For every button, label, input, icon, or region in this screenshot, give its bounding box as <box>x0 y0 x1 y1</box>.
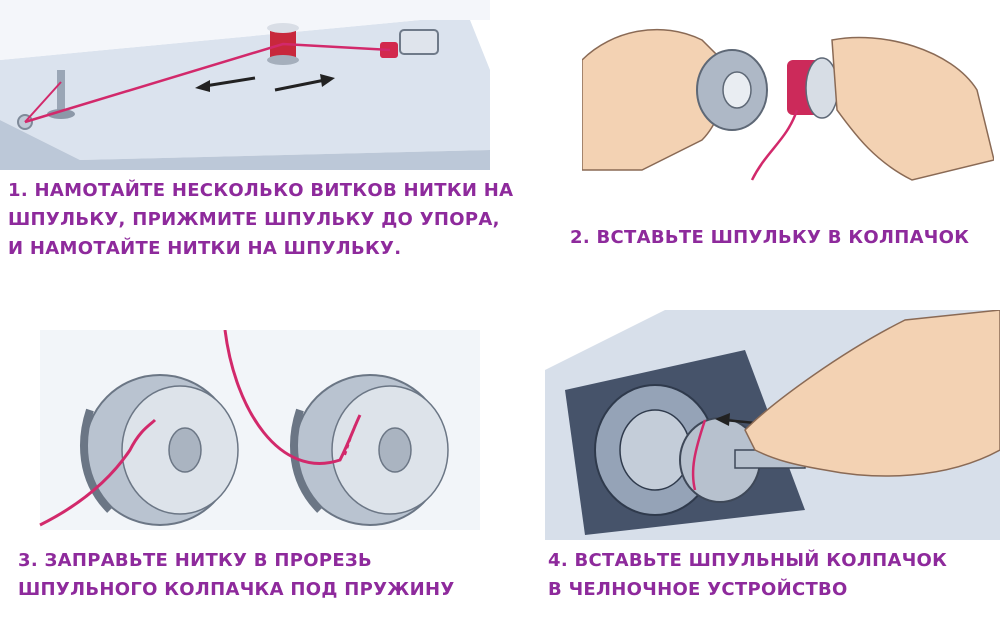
shuttle-center <box>619 409 691 491</box>
machine-front-edge <box>0 120 490 170</box>
machine-top-winder-drawing <box>0 0 490 170</box>
step-1-line-2: ШПУЛЬКУ, ПРИЖМИТЕ ШПУЛЬКУ ДО УПОРА, <box>8 209 500 230</box>
step-1-illustration <box>0 0 490 170</box>
step-1-caption: 1. НАМОТАЙТЕ НЕСКОЛЬКО ВИТКОВ НИТКИ НА Ш… <box>8 176 513 263</box>
bobbin-case-thread <box>691 419 707 491</box>
right-hand <box>831 36 994 181</box>
double-arrow-icon <box>195 74 335 92</box>
hands-insert-bobbin-drawing <box>582 0 994 200</box>
step-3-caption: 3. ЗАПРАВЬТЕ НИТКУ В ПРОРЕЗЬ ШПУЛЬНОГО К… <box>18 546 455 604</box>
thread-under-spring <box>344 424 356 456</box>
background-wall <box>0 0 490 60</box>
thread-to-pin <box>24 81 62 123</box>
step-1-line-3: И НАМОТАЙТЕ НИТКИ НА ШПУЛЬКУ. <box>8 238 402 259</box>
right-hand-inserting <box>744 310 1000 477</box>
bobbin-case-right <box>223 330 449 526</box>
step-3-line-1: 3. ЗАПРАВЬТЕ НИТКУ В ПРОРЕЗЬ <box>18 550 373 571</box>
step-2-illustration <box>582 0 994 200</box>
thread-path <box>24 42 391 124</box>
step-1-line-1: 1. НАМОТАЙТЕ НЕСКОЛЬКО ВИТКОВ НИТКИ НА <box>8 180 514 201</box>
spool-pin-base <box>47 109 75 119</box>
thread-left <box>39 418 157 527</box>
step-4-caption: 4. ВСТАВЬТЕ ШПУЛЬНЫЙ КОЛПАЧОК В ЧЕЛНОЧНО… <box>548 546 947 604</box>
step-2-caption: 2. ВСТАВЬТЕ ШПУЛЬКУ В КОЛПАЧОК <box>570 223 969 252</box>
step-2-line-1: 2. ВСТАВЬТЕ ШПУЛЬКУ В КОЛПАЧОК <box>570 227 970 248</box>
step-4-illustration <box>545 310 1000 540</box>
bobbin-thread-tail <box>750 109 799 181</box>
bobbin-case-center <box>722 71 752 109</box>
spool-top <box>267 23 299 33</box>
shuttle-insert-drawing <box>545 310 1000 540</box>
step-3-illustration <box>0 330 490 535</box>
spool-pin <box>57 70 65 115</box>
machine-top-surface <box>0 20 490 160</box>
step-4-line-2: В ЧЕЛНОЧНОЕ УСТРОЙСТВО <box>548 579 848 600</box>
bobbin-case-left <box>39 374 239 527</box>
step-4-line-1: 4. ВСТАВЬТЕ ШПУЛЬНЫЙ КОЛПАЧОК <box>548 550 948 571</box>
step-3-line-2: ШПУЛЬНОГО КОЛПАЧКА ПОД ПРУЖИНУ <box>18 579 455 600</box>
spool-bottom <box>267 55 299 65</box>
bobbin-case-threading-drawing <box>39 330 480 530</box>
winder-stop-block <box>399 29 439 55</box>
